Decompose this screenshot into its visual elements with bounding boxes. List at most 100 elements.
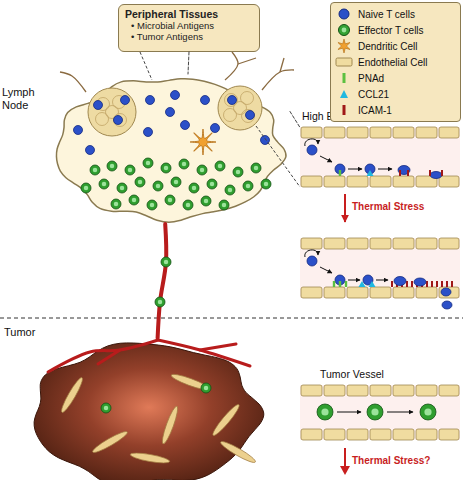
- effector-t-cell: [143, 158, 153, 168]
- endothelial-cell: [393, 287, 414, 298]
- effector-t-cell-core: [93, 168, 98, 173]
- flow-arrow: [387, 412, 413, 413]
- follicle-texture: [224, 109, 237, 122]
- endothelial-cell: [416, 287, 437, 298]
- endothelial-cell: [324, 287, 345, 298]
- effector-t-cell-core: [371, 408, 378, 415]
- zoom-line: [256, 126, 300, 187]
- lymphatic-vessel: [262, 70, 294, 90]
- naive-t-cell: [201, 96, 210, 105]
- endothelial-cell: [370, 127, 391, 138]
- endothelial-cell: [416, 238, 437, 249]
- tissue-box: Peripheral Tissues• Microbial Antigens• …: [118, 4, 260, 52]
- effector-t-cell: [165, 195, 175, 205]
- endothelial-cell: [301, 287, 322, 298]
- endothelial-cell: [439, 127, 459, 138]
- endothelial-cell: [393, 176, 414, 187]
- legend-row: Endothelial Cell: [335, 54, 456, 70]
- flow-arrow: [348, 280, 360, 281]
- effector-t-cell-core: [182, 162, 187, 167]
- effector-t-cell: [90, 165, 100, 175]
- effector-t-cell: [317, 404, 333, 420]
- legend-swatch: [335, 71, 353, 85]
- effector-t-cell: [189, 183, 199, 193]
- effector-t-cell-core: [254, 166, 259, 171]
- legend-box: Naive T cellsEffector T cellsDendritic C…: [330, 2, 461, 122]
- stromal-cell: [210, 402, 241, 437]
- legend-swatch: [335, 87, 353, 101]
- effector-t-cell-core: [192, 186, 197, 191]
- follicle-texture: [96, 113, 109, 126]
- endothelial-cell: [393, 238, 414, 249]
- swatch-shape: [339, 25, 350, 36]
- flow-arrow: [337, 412, 361, 413]
- swatch-core: [342, 28, 347, 33]
- endothelial-cell: [439, 385, 459, 396]
- thermal-stress-arrowhead: [340, 466, 350, 475]
- naive-t-cell: [307, 256, 317, 266]
- effector-t-cell: [367, 404, 383, 420]
- naive-t-cell: [166, 108, 175, 117]
- endothelial-cell: [416, 385, 437, 396]
- swatch-shape: [336, 58, 352, 66]
- icam-marker: [429, 170, 431, 176]
- legend-text: Effector T cells: [358, 25, 424, 36]
- endothelial-cell: [347, 429, 368, 440]
- node-heading: Peripheral Tissues: [125, 8, 253, 20]
- effector-t-cell-core: [264, 182, 269, 187]
- effector-t-cell: [207, 179, 217, 189]
- legend-row: Effector T cells: [335, 22, 456, 38]
- follicle-texture: [241, 92, 254, 105]
- ccl21-marker: [369, 281, 376, 287]
- endothelial-cell: [439, 429, 459, 440]
- rolling-arrow: [305, 250, 318, 257]
- naive-t-cell: [181, 121, 190, 130]
- effector-t-cell: [233, 167, 243, 177]
- tumor-blood-vessel: [200, 344, 236, 350]
- thermal-stress-arrow: [344, 194, 346, 222]
- effector-t-cell-core: [114, 202, 119, 207]
- legend-text: Endothelial Cell: [358, 57, 428, 68]
- legend-swatch: [335, 39, 353, 53]
- endothelial-cell: [393, 127, 414, 138]
- legend-swatch: [335, 7, 353, 21]
- effector-t-cell: [135, 177, 145, 187]
- effector-t-cell: [215, 161, 225, 171]
- legend-row: PNAd: [335, 70, 456, 86]
- effector-t-cell-core: [424, 408, 431, 415]
- endothelial-cell: [324, 238, 345, 249]
- rolling-arrow: [305, 139, 318, 146]
- endothelial-cell: [301, 238, 322, 249]
- icam-marker: [431, 281, 433, 287]
- naive-t-cell: [211, 124, 220, 133]
- vessel-lumen: [300, 385, 460, 440]
- stromal-cell: [91, 429, 129, 455]
- effector-t-cell: [179, 159, 189, 169]
- endothelial-cell: [370, 176, 391, 187]
- ccl21-marker: [359, 281, 366, 287]
- effector-t-cell: [197, 165, 207, 175]
- effector-t-cell-core: [246, 184, 251, 189]
- endothelial-cell: [393, 385, 414, 396]
- flow-arrow: [320, 156, 332, 162]
- tumor-blood-vessel: [48, 340, 158, 372]
- lymphatic-vessel: [60, 72, 86, 92]
- naive-t-cell: [442, 301, 452, 309]
- endothelial-cell: [301, 176, 322, 187]
- naive-t-cell: [144, 128, 153, 137]
- vessel-lumen: [300, 127, 460, 187]
- legend-swatch: [335, 55, 353, 69]
- zoom-line: [290, 112, 300, 128]
- legend-swatch: [335, 103, 353, 117]
- endothelial-cell: [370, 385, 391, 396]
- endothelial-cell: [324, 127, 345, 138]
- icam-marker: [411, 281, 413, 287]
- follicle: [88, 88, 136, 136]
- region-outline: [30, 338, 262, 480]
- effector-t-cell-core: [102, 182, 107, 187]
- effector-t-cell-core: [84, 186, 89, 191]
- follicle-texture: [225, 94, 238, 107]
- diagram-region: Lymph Node: [50, 74, 290, 224]
- naive-t-cell: [86, 146, 95, 155]
